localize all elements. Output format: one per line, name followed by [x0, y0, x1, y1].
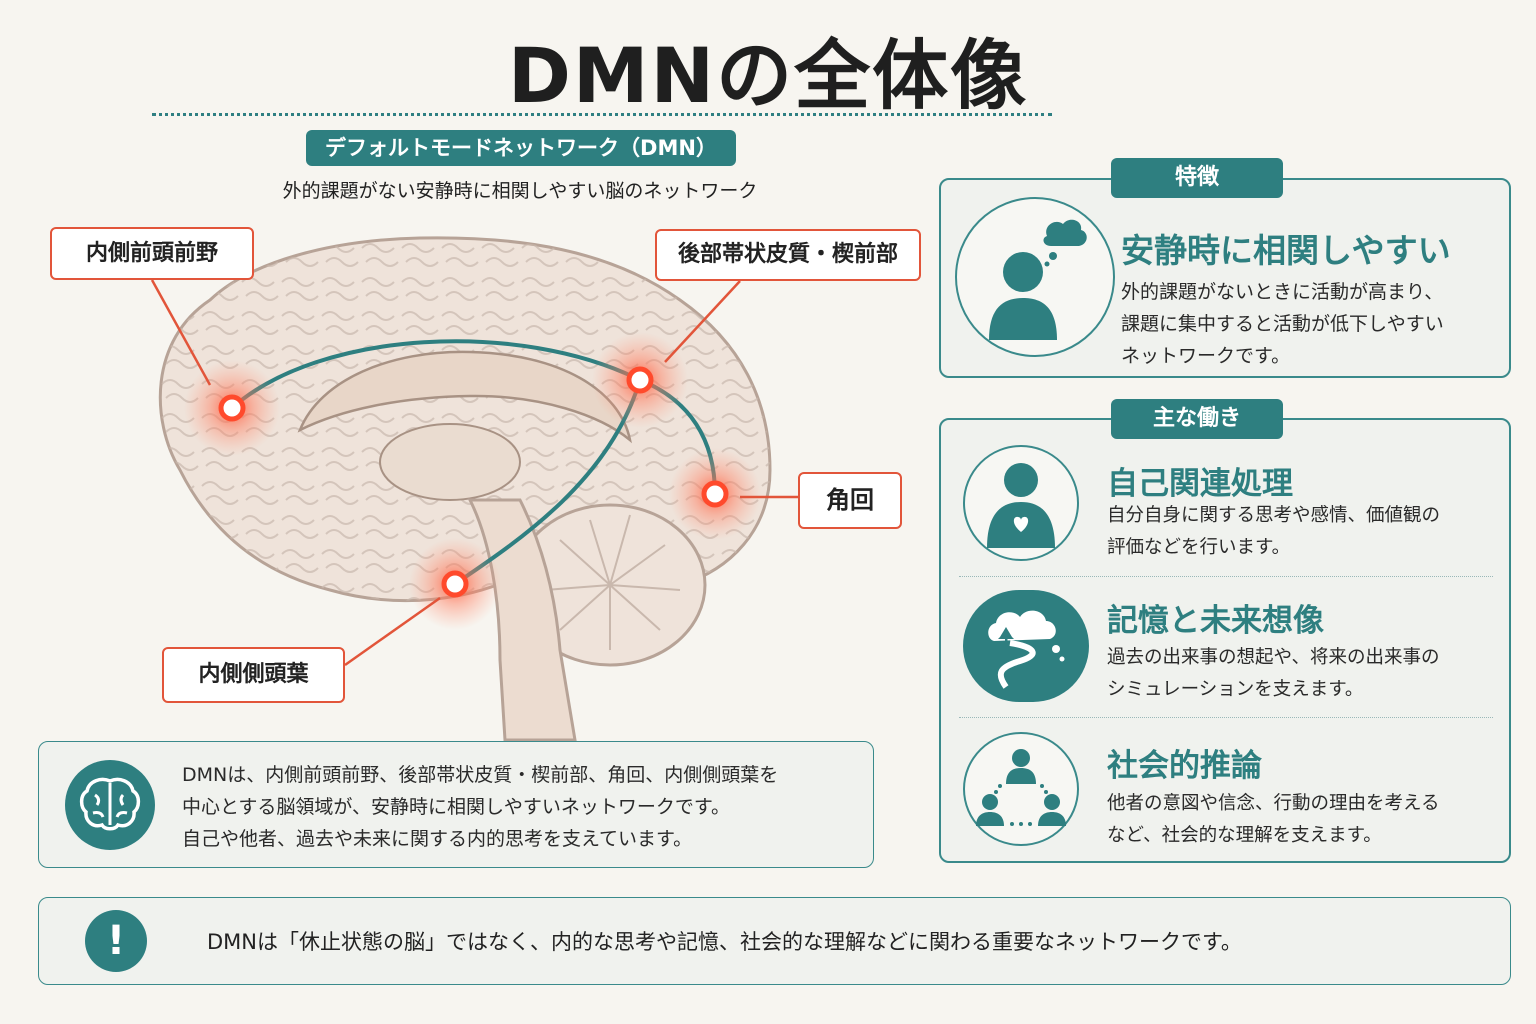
features-heading: 安静時に相関しやすい: [1121, 231, 1451, 270]
function-3-line-2: など、社会的な理解を支えます。: [1107, 825, 1382, 846]
subtitle-text: 外的課題がない安静時に相関しやすい脳のネットワーク: [282, 180, 758, 202]
features-line-2: 課題に集中すると活動が低下しやすい: [1121, 313, 1444, 335]
functions-divider-2: [959, 717, 1493, 718]
node-angular: [669, 448, 761, 540]
functions-divider-1: [959, 576, 1493, 577]
function-1-heading: 自己関連処理: [1107, 466, 1293, 502]
function-1-line-1: 自分自身に関する思考や感情、価値観の: [1107, 505, 1441, 526]
node-pcc: [592, 332, 688, 428]
function-3-line-1: 他者の意図や信念、行動の理由を考える: [1107, 793, 1440, 814]
node-mpfc: [184, 360, 280, 456]
label-mpfc: 内側前頭前野: [50, 227, 254, 280]
functions-card: 自己関連処理 自分自身に関する思考や感情、価値観の 評価などを行います。 記憶と…: [939, 418, 1511, 863]
title-divider: [152, 113, 1052, 116]
function-2-line-1: 過去の出来事の想起や、将来の出来事の: [1107, 647, 1440, 668]
features-card: 安静時に相関しやすい 外的課題がないときに活動が高まり、 課題に集中すると活動が…: [939, 178, 1511, 378]
label-mtl: 内側側頭葉: [162, 647, 345, 703]
summary-line-2: 中心とする脳領域が、安静時に相関しやすいネットワークです。: [182, 796, 730, 818]
node-mtl: [409, 538, 501, 630]
features-line-1: 外的課題がないときに活動が高まり、: [1121, 281, 1444, 303]
function-2-heading: 記憶と未来想像: [1107, 603, 1324, 639]
function-3-heading: 社会的推論: [1107, 748, 1262, 784]
function-1-line-2: 評価などを行います。: [1107, 537, 1291, 558]
summary-line-1: DMNは、内側前頭前野、後部帯状皮質・楔前部、角回、内側側頭葉を: [182, 764, 779, 786]
features-line-3: ネットワークです。: [1121, 345, 1291, 367]
corpus-callosum: [297, 350, 632, 444]
social-reasoning-icon: [963, 732, 1079, 846]
label-pcc: 後部帯状皮質・楔前部: [655, 229, 921, 281]
self-icon: [963, 445, 1079, 561]
memory-imagination-icon: [963, 590, 1089, 702]
exclamation-icon: !: [85, 910, 147, 972]
brainstem: [467, 498, 577, 742]
brain-icon: [65, 760, 155, 850]
note-text: DMNは「休止状態の脳」ではなく、内的な思考や記憶、社会的な理解などに関わる重要…: [207, 930, 1242, 954]
thinking-person-icon: [955, 197, 1115, 357]
leader-mpfc: [150, 279, 212, 386]
page-title: DMNの全体像: [507, 31, 1029, 120]
features-label: 特徴: [1111, 158, 1283, 198]
summary-card: DMNは、内側前頭前野、後部帯状皮質・楔前部、角回、内側側頭葉を 中心とする脳領…: [38, 741, 874, 868]
brain-illustration: [150, 236, 798, 742]
functions-label: 主な働き: [1111, 399, 1283, 439]
thalamus: [379, 423, 521, 501]
note-card: ! DMNは「休止状態の脳」ではなく、内的な思考や記憶、社会的な理解などに関わる…: [38, 897, 1511, 985]
leader-mtl: [344, 596, 441, 667]
leader-pcc: [664, 280, 741, 363]
function-2-line-2: シミュレーションを支えます。: [1107, 679, 1364, 700]
label-angular: 角回: [798, 472, 902, 529]
summary-line-3: 自己や他者、過去や未来に関する内的思考を支えています。: [182, 828, 693, 850]
subtitle-pill: デフォルトモードネットワーク（DMN）: [306, 130, 736, 166]
connection-mpfc-pcc: [230, 339, 641, 410]
